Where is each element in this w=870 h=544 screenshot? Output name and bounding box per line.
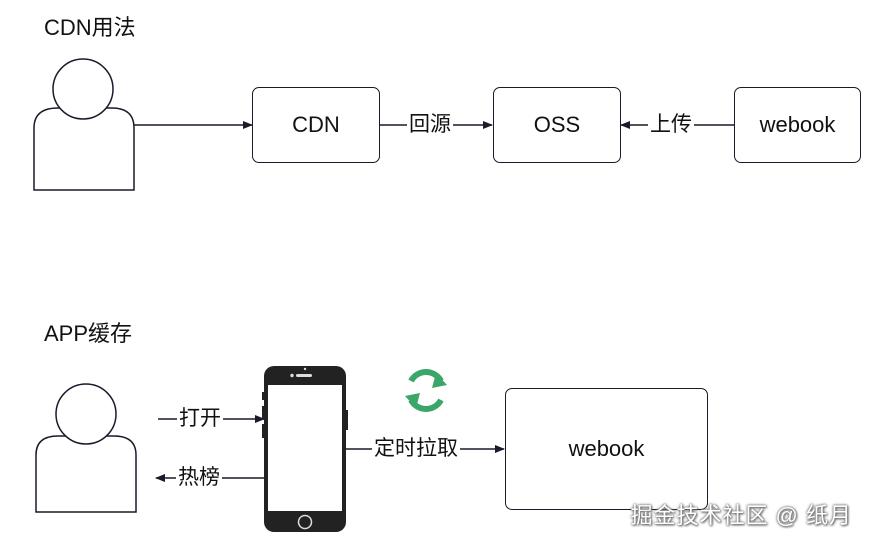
edge-label-open: 打开	[177, 407, 223, 430]
refresh-icon	[405, 369, 447, 412]
edge-label-upload: 上传	[648, 113, 694, 136]
oss-box: OSS	[493, 87, 621, 163]
edge-label-scheduled-pull: 定时拉取	[372, 437, 460, 460]
webook-box-cdn: webook	[734, 87, 861, 163]
cdn-box: CDN	[252, 87, 380, 163]
user-icon-cdn	[33, 58, 135, 191]
watermark: 掘金技术社区 @ 纸月	[630, 503, 852, 528]
app-section-title: APP缓存	[44, 321, 133, 346]
user-icon-app	[35, 383, 137, 513]
cdn-section-title: CDN用法	[44, 15, 136, 40]
webook-box-app: webook	[505, 388, 708, 510]
phone-icon	[262, 366, 348, 532]
edge-label-hot-list: 热榜	[176, 466, 222, 489]
edge-label-back-to-origin: 回源	[407, 113, 453, 136]
